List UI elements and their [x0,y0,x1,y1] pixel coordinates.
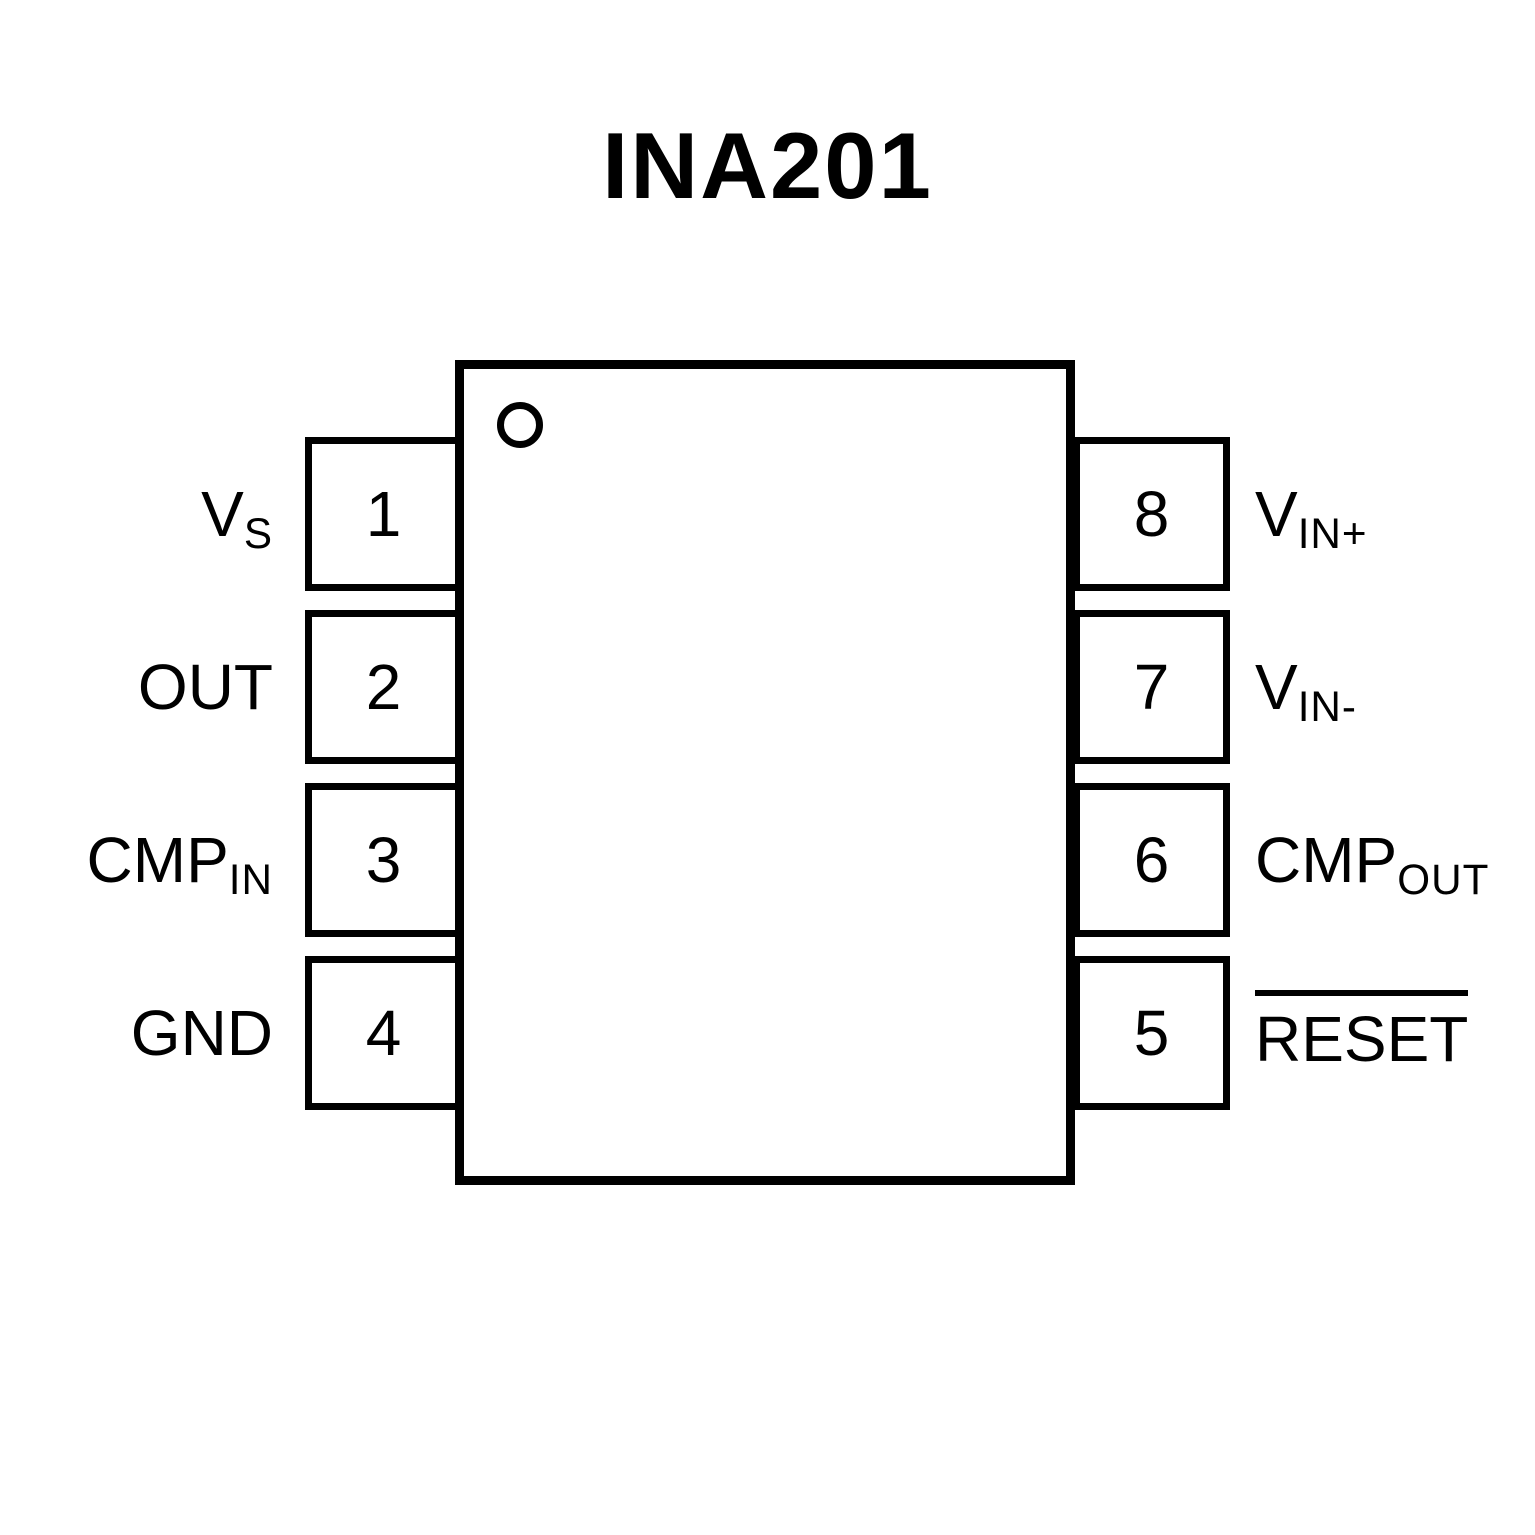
pin-label-vinplus: VIN+ [1255,437,1368,591]
pin-label-reset: RESET [1255,956,1469,1110]
pin-label-vinplus-main: V [1255,478,1298,550]
pin-label-cmpout-main: CMP [1255,824,1398,896]
pin-number-8: 8 [1133,478,1170,550]
pin-box-1: 1 [305,437,462,591]
pin-label-out-main: OUT [137,651,273,723]
pin-label-cmpin-text: CMPIN [86,823,273,903]
pin1-indicator-circle [497,402,543,448]
pin-label-vinminus: VIN- [1255,610,1357,764]
pin-label-vinplus-sub: IN+ [1297,509,1368,557]
pin-label-cmpout: CMPOUT [1255,783,1489,937]
pin-number-5: 5 [1133,997,1170,1069]
pin-number-6: 6 [1133,824,1170,896]
pin-box-6: 6 [1073,783,1230,937]
pin-label-reset-text: RESET [1255,990,1469,1076]
pin-label-vs-sub: S [243,509,273,557]
chip-body [455,360,1075,1185]
pin-label-vs-main: V [201,478,244,550]
pin-label-gnd-text: GND [131,996,273,1070]
pin-number-2: 2 [365,651,402,723]
pin-number-7: 7 [1133,651,1170,723]
pin-box-5: 5 [1073,956,1230,1110]
pin-box-8: 8 [1073,437,1230,591]
pin-label-cmpin-sub: IN [228,855,273,903]
pin-label-vinminus-text: VIN- [1255,650,1357,730]
pin-box-3: 3 [305,783,462,937]
pin-label-vs: VS [201,437,273,591]
pin-label-reset-main: RESET [1255,990,1469,1076]
pin-label-cmpin: CMPIN [87,783,273,937]
pin-label-cmpout-text: CMPOUT [1255,823,1489,903]
pin-label-vs-text: VS [201,477,273,557]
pin-label-gnd: GND [131,956,273,1110]
pin-label-vinplus-text: VIN+ [1255,477,1368,557]
pin-label-out-text: OUT [138,650,273,724]
pin-label-cmpout-sub: OUT [1397,855,1490,903]
pin-box-7: 7 [1073,610,1230,764]
pin-label-vinminus-sub: IN- [1297,682,1357,730]
pin-number-3: 3 [365,824,402,896]
pin-label-cmpin-main: CMP [86,824,229,896]
pin-number-1: 1 [365,478,402,550]
pin-number-4: 4 [365,997,402,1069]
chip-title: INA201 [602,113,933,218]
pin-box-4: 4 [305,956,462,1110]
pin-label-vinminus-main: V [1255,651,1298,723]
pin-label-gnd-main: GND [130,997,273,1069]
pin-box-2: 2 [305,610,462,764]
pin-label-out: OUT [138,610,273,764]
